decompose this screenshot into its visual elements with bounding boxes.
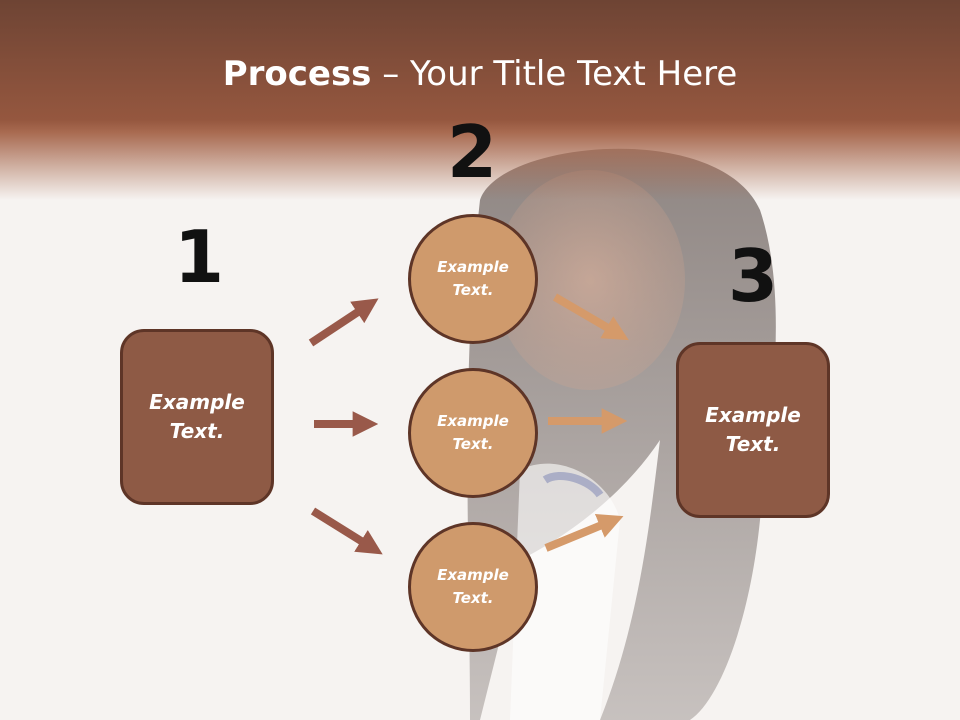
circle-top: Example Text.	[408, 214, 538, 344]
circle-middle: Example Text.	[408, 368, 538, 498]
right-box: Example Text.	[676, 342, 830, 518]
circle-top-text: Example Text.	[437, 258, 509, 299]
step-number-3: 3	[727, 234, 779, 318]
arrow-left-to-bottom	[310, 507, 383, 555]
left-box: Example Text.	[120, 329, 274, 505]
circle-middle-text: Example Text.	[437, 412, 509, 453]
step-number-2: 2	[446, 110, 498, 194]
step-number-1: 1	[173, 215, 225, 299]
circle-bottom: Example Text.	[408, 522, 538, 652]
arrow-bottom-to-right	[544, 514, 624, 552]
left-box-text: Example Text.	[149, 390, 245, 443]
right-box-text: Example Text.	[705, 403, 801, 456]
circle-bottom-text: Example Text.	[437, 566, 509, 607]
slide-title: Process – Your Title Text Here	[0, 52, 960, 96]
arrow-top-to-right	[552, 293, 629, 341]
title-bold: Process	[222, 54, 372, 94]
header-band	[0, 0, 960, 200]
arrow-left-to-top	[308, 298, 379, 347]
title-rest: – Your Title Text Here	[371, 54, 738, 94]
